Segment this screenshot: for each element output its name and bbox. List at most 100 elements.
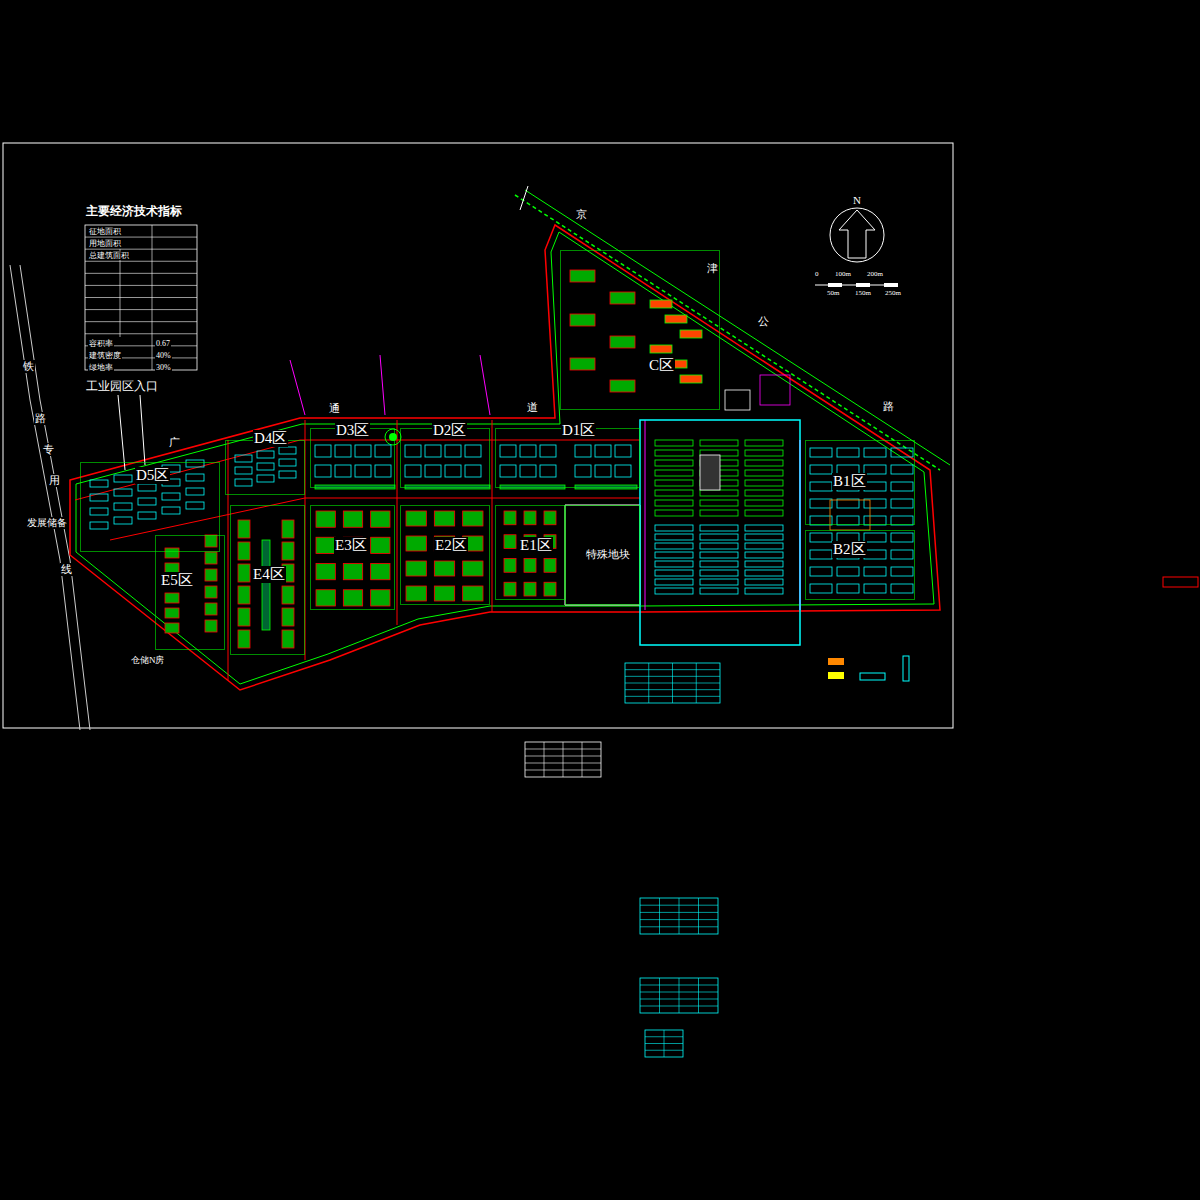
data-table: [640, 898, 718, 934]
building: [375, 465, 391, 477]
table-line: [85, 237, 197, 238]
building: [864, 567, 886, 576]
building: [570, 314, 595, 326]
building: [680, 330, 702, 338]
table-cell: 建筑密度: [88, 351, 122, 360]
road: [228, 440, 229, 680]
zone-block: D4区: [225, 440, 305, 495]
building: [465, 445, 481, 457]
building: [500, 485, 565, 489]
building: [405, 485, 490, 489]
building: [90, 494, 108, 501]
building: [745, 534, 783, 540]
north-circle: [830, 208, 884, 262]
roundabout: [389, 433, 397, 441]
building: [235, 467, 252, 474]
zone-label: B1区: [832, 473, 867, 490]
building: [165, 593, 179, 603]
building: [434, 511, 454, 526]
building: [165, 608, 179, 618]
building: [138, 512, 156, 519]
building: [544, 511, 556, 525]
building: [891, 499, 913, 508]
building: [375, 445, 391, 457]
map-label: 道: [526, 401, 539, 414]
building: [371, 564, 390, 580]
building: [315, 465, 331, 477]
building: [655, 561, 693, 567]
map-label: 广: [168, 436, 181, 449]
building: [655, 534, 693, 540]
building: [725, 390, 750, 410]
zone-label: 特殊地块: [585, 548, 631, 561]
building: [371, 537, 390, 553]
table-line: [85, 285, 197, 286]
building: [138, 484, 156, 491]
building: [595, 445, 611, 457]
building: [837, 516, 859, 525]
park: [760, 375, 790, 405]
table-cell: 绿地率: [88, 363, 114, 372]
zone-label: E4区: [252, 566, 286, 583]
building: [114, 503, 132, 510]
building: [700, 534, 738, 540]
building: [406, 536, 426, 551]
building: [316, 511, 335, 527]
building: [745, 525, 783, 531]
map-label: 线: [60, 563, 73, 576]
building: [544, 559, 556, 573]
building: [504, 559, 516, 573]
building: [205, 586, 217, 598]
table-line: [563, 742, 564, 777]
building: [700, 579, 738, 585]
building: [335, 465, 351, 477]
table-cell: 0.67: [155, 339, 171, 348]
building: [610, 380, 635, 392]
building: [544, 582, 556, 596]
zone-label: D5区: [135, 467, 170, 484]
building: [700, 440, 738, 446]
building: [205, 603, 217, 615]
map-label: 200m: [866, 270, 884, 278]
table-line: [659, 978, 660, 1013]
building: [810, 516, 832, 525]
building: [680, 375, 702, 383]
building: [810, 533, 832, 542]
building: [282, 608, 294, 626]
table-cell: 总建筑面积: [88, 251, 130, 260]
building: [162, 493, 180, 500]
road-end: [520, 186, 528, 210]
building: [891, 482, 913, 491]
map-label: 路: [34, 412, 47, 425]
road: [492, 420, 493, 612]
zone-block: E5区: [155, 535, 225, 650]
table-line: [85, 333, 197, 334]
table-line: [582, 742, 583, 777]
building: [434, 561, 454, 576]
building: [186, 488, 204, 495]
building: [315, 485, 395, 489]
building: [810, 567, 832, 576]
building: [570, 270, 595, 282]
building: [316, 564, 335, 580]
map-label: 0: [814, 270, 820, 278]
table-line: [664, 1030, 665, 1057]
building: [114, 475, 132, 482]
building: [655, 500, 693, 506]
building: [520, 465, 536, 477]
building: [262, 540, 270, 630]
building: [655, 588, 693, 594]
map-label: 公: [757, 315, 770, 328]
north-arrow: [839, 210, 875, 258]
building: [655, 525, 693, 531]
scale-bar: [828, 283, 842, 287]
data-table: [525, 742, 601, 777]
building: [745, 490, 783, 496]
table-line: [544, 742, 545, 777]
road: [397, 420, 398, 625]
building: [655, 450, 693, 456]
building: [238, 608, 250, 626]
scale-bar: [884, 283, 898, 287]
building: [655, 543, 693, 549]
building: [405, 465, 421, 477]
